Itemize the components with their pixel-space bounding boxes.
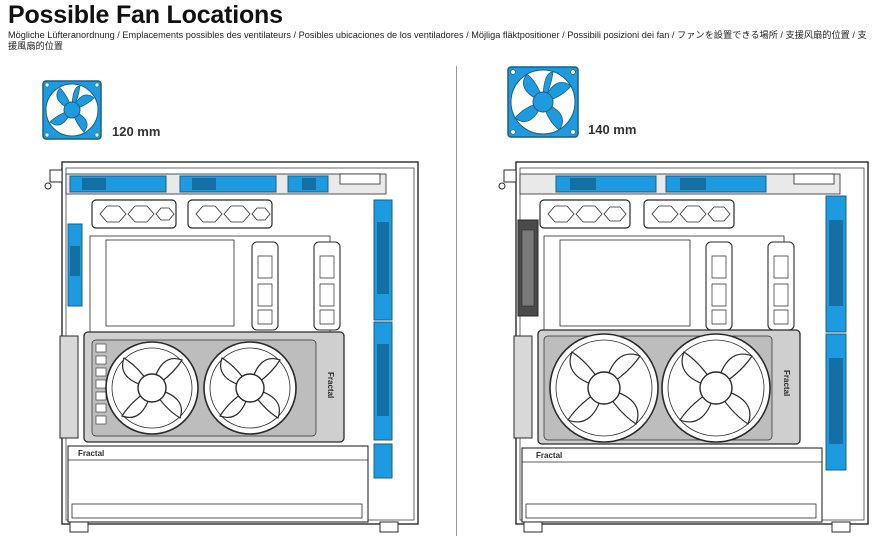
brand-mark-vertical: Fractal bbox=[782, 370, 791, 396]
fan-size-label: 120 mm bbox=[112, 124, 161, 139]
brand-mark: Fractal bbox=[78, 449, 104, 458]
fan-size-label: 140 mm bbox=[588, 122, 637, 137]
case-diagram-120: Fractal Fractal bbox=[44, 161, 419, 533]
brand-mark: Fractal bbox=[536, 451, 562, 460]
fan-icon bbox=[42, 80, 102, 140]
fan-rotor-icon bbox=[661, 333, 771, 443]
fan-rotor-icon bbox=[549, 333, 659, 443]
fan-icon bbox=[507, 66, 579, 138]
brand-mark-vertical: Fractal bbox=[326, 372, 335, 398]
fan-rotor-icon bbox=[203, 341, 297, 435]
case-diagram-140: Fractal Fractal bbox=[498, 161, 869, 533]
page-title: Possible Fan Locations bbox=[8, 1, 283, 29]
panel-divider bbox=[456, 66, 457, 536]
page-subtitle: Mögliche Lüfteranordnung / Emplacements … bbox=[8, 30, 867, 51]
fan-rotor-icon bbox=[105, 341, 199, 435]
